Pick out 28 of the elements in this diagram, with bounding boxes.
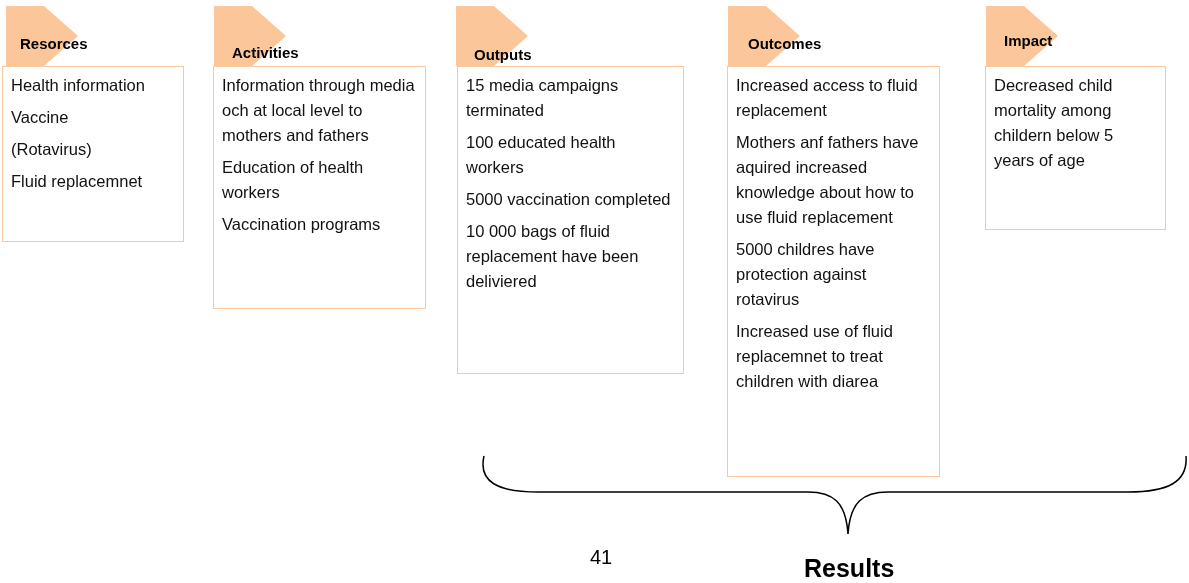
text-box (727, 66, 940, 477)
column-heading: Outcomes (748, 35, 822, 52)
page-number: 41 (590, 546, 613, 569)
column-heading: Impact (1004, 32, 1053, 49)
column-heading: Outputs (474, 46, 532, 63)
list-item: 100 educated health workers (466, 132, 617, 178)
list-item: Mothers anf fathers have aquired increased knowledge about how to use fluid replacement (736, 132, 920, 228)
list-item: 5000 childres have protection against rotavirus (736, 239, 876, 310)
list-item: Information through media och at local level to mothers and fathers (222, 75, 416, 146)
brace-label: Results (804, 554, 895, 583)
text-box (457, 66, 684, 374)
list-item: Increased use of fluid replacemnet to treat children with diarea (736, 321, 894, 392)
column-heading: Activities (232, 44, 299, 61)
list-item: Vaccination programs (222, 214, 382, 235)
list-item: 10 000 bags of fluid replacement have been deliviered (466, 221, 640, 292)
list-item: 15 media campaigns terminated (466, 75, 620, 121)
list-item: Education of health workers (222, 157, 365, 203)
list-item: (Rotavirus) (11, 139, 93, 160)
text-box (213, 66, 426, 309)
text-box (985, 66, 1166, 230)
list-item: Vaccine (11, 107, 70, 128)
list-item: Increased access to fluid replacement (736, 75, 919, 121)
list-item: 5000 vaccination completed (466, 189, 672, 210)
list-item: Fluid replacemnet (11, 171, 144, 192)
list-item: Decreased child mortality among childern below 5 years of age (994, 75, 1115, 171)
text-box (2, 66, 184, 242)
column-heading: Resorces (20, 35, 88, 52)
list-item: Health information (11, 75, 146, 96)
